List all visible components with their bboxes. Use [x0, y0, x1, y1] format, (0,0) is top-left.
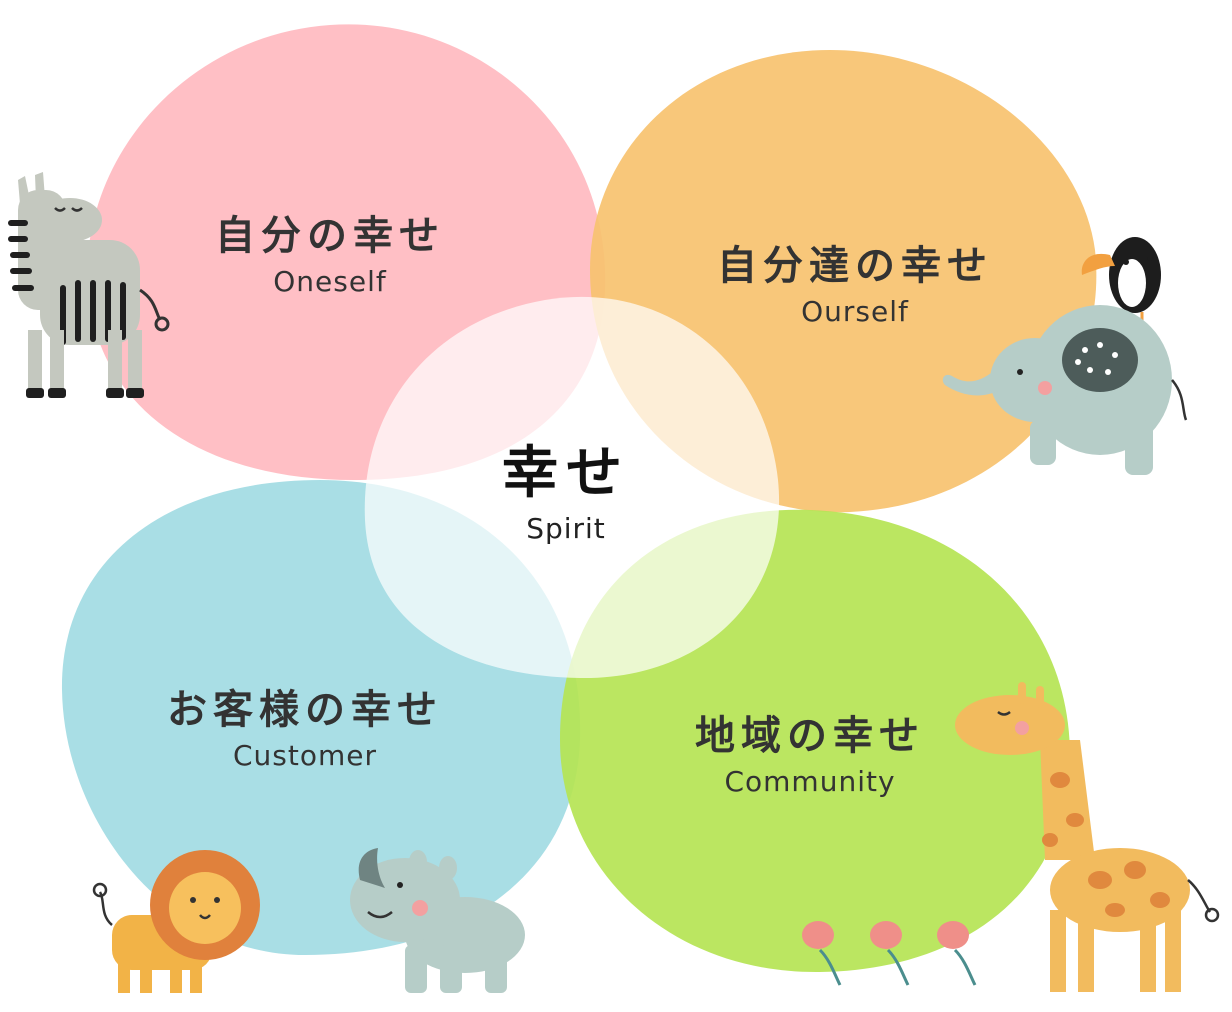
label-community: 地域の幸せ Community [670, 712, 950, 800]
blob-center [364, 296, 780, 679]
lion-illustration [92, 850, 260, 993]
label-customer-en: Customer [232, 739, 377, 772]
label-center: 幸せ Spirit [466, 440, 666, 548]
label-community-en: Community [724, 765, 896, 798]
giraffe-illustration [955, 682, 1220, 992]
label-ourself-jp: 自分達の幸せ [717, 243, 993, 289]
label-ourself-en: Ourself [801, 295, 909, 328]
label-center-en: Spirit [526, 512, 606, 546]
toucan-illustration [1081, 237, 1161, 324]
label-center-jp: 幸せ [502, 441, 630, 506]
label-ourself: 自分達の幸せ Ourself [690, 242, 1020, 330]
label-oneself-en: Oneself [273, 265, 387, 298]
label-oneself: 自分の幸せ Oneself [190, 212, 470, 300]
label-customer-jp: お客様の幸せ [167, 687, 443, 733]
label-customer: お客様の幸せ Customer [140, 686, 470, 774]
flowers-illustration [802, 921, 977, 986]
elephant-illustration [942, 305, 1188, 475]
rhino-illustration [350, 848, 525, 993]
label-community-jp: 地域の幸せ [695, 713, 925, 759]
zebra-illustration [8, 172, 170, 398]
label-oneself-jp: 自分の幸せ [215, 213, 445, 259]
